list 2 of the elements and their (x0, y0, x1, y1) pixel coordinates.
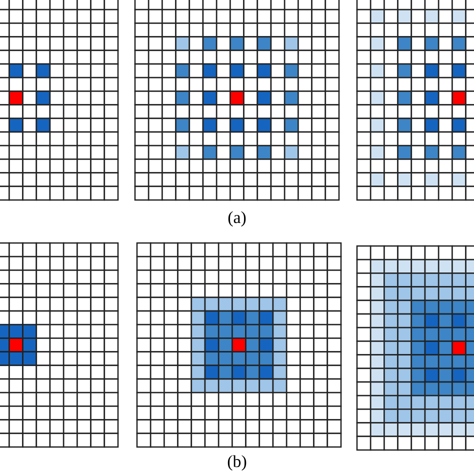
panel-label: (a) (228, 208, 246, 228)
panel-label: (b) (227, 452, 247, 472)
